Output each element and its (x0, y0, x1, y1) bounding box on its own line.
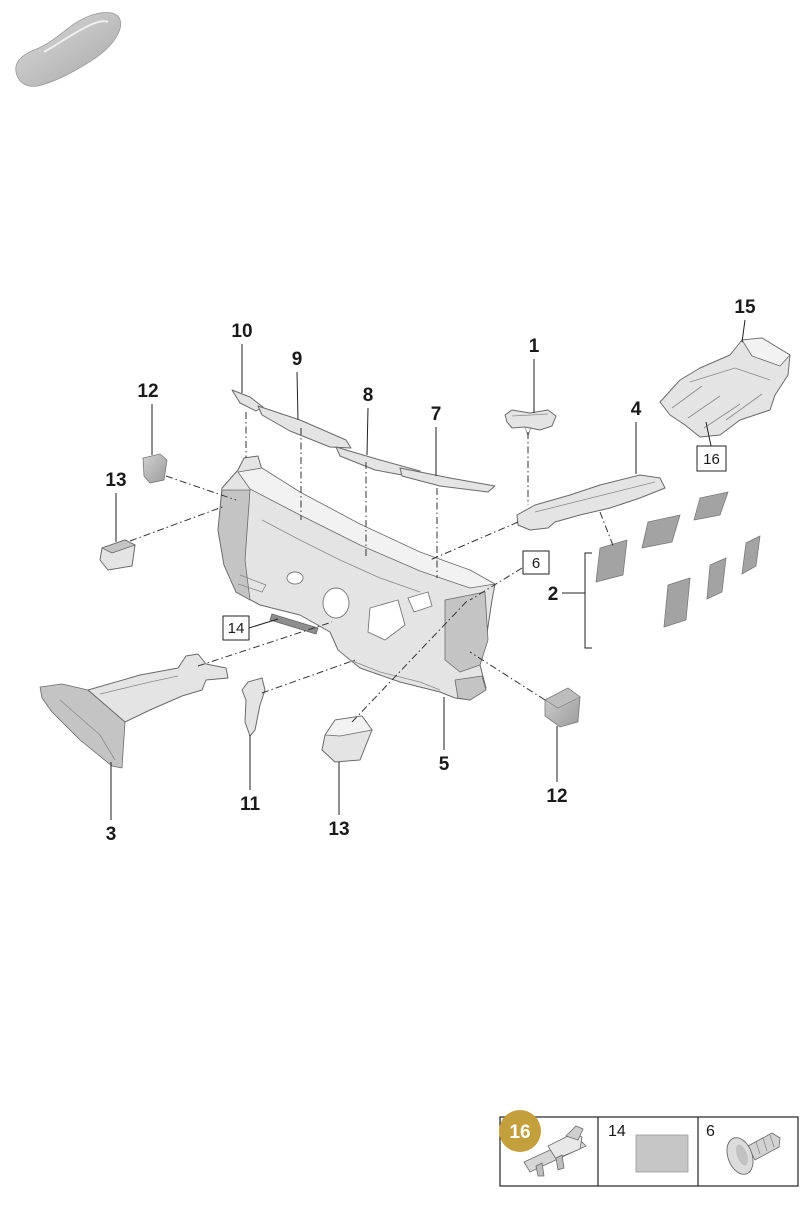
callout-12-lower: 12 (546, 786, 567, 807)
group-bracket (584, 552, 592, 649)
push-pin-icon (726, 1132, 781, 1175)
reference-label-6: 6 (532, 555, 540, 572)
reference-box-14: 14 (222, 615, 250, 641)
callout-13-lower: 13 (328, 819, 349, 840)
reference-label-14: 14 (228, 620, 245, 637)
callout-7: 7 (431, 404, 442, 425)
callout-4: 4 (631, 399, 642, 420)
assembly-lines (129, 412, 615, 723)
leader-lines (110, 319, 746, 820)
foam-block-12-upper (142, 453, 168, 484)
reference-label-16: 16 (703, 451, 720, 468)
legend-table: 16 14 6 (499, 1110, 799, 1187)
callout-2: 2 (548, 584, 559, 605)
insulation-strip-4 (516, 474, 666, 531)
floor-insulation-3 (39, 653, 229, 769)
reference-box-16: 16 (696, 445, 727, 472)
heat-shield-15 (659, 337, 791, 438)
foam-wedge-13-lower (321, 715, 373, 763)
legend-label-14: 14 (608, 1123, 626, 1140)
clip-icon (523, 1125, 587, 1177)
legend-badge (499, 1110, 541, 1152)
pad-icon (635, 1134, 689, 1173)
insulation-piece-11 (241, 677, 266, 737)
callout-3: 3 (106, 824, 117, 845)
pad-part-14 (269, 613, 319, 635)
foam-block-12-lower (544, 687, 581, 728)
callout-5: 5 (439, 754, 450, 775)
callout-1: 1 (529, 336, 540, 357)
car-silhouette-icon (15, 12, 122, 87)
firewall-insulation-5 (217, 455, 496, 701)
callout-8: 8 (363, 385, 374, 406)
clip-part-1 (504, 409, 557, 438)
legend-item-16: 16 (499, 1110, 587, 1177)
seal-strip-9 (257, 405, 352, 449)
reference-box-6: 6 (522, 550, 550, 575)
callout-11: 11 (240, 794, 261, 815)
foam-wedge-13-upper (99, 539, 136, 571)
legend-label-16: 16 (509, 1122, 530, 1143)
seal-strip-7 (399, 467, 496, 493)
legend-item-6: 6 (706, 1123, 781, 1175)
callout-labels: 10 9 8 7 1 15 4 12 13 2 3 11 13 5 12 (105, 297, 756, 845)
insulation-pads-2 (595, 491, 761, 628)
callout-13-upper: 13 (105, 470, 126, 491)
legend-label-6: 6 (706, 1123, 715, 1140)
callout-12-upper: 12 (137, 381, 158, 402)
callout-10: 10 (231, 321, 252, 342)
legend-item-14: 14 (608, 1123, 689, 1173)
callout-9: 9 (292, 349, 303, 370)
callout-15: 15 (734, 297, 756, 318)
